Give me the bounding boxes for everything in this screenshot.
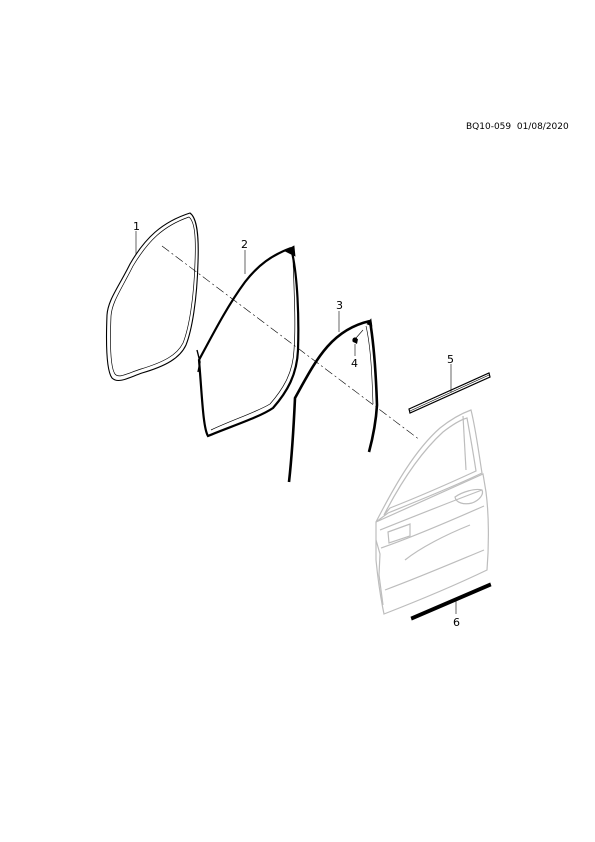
part-1-door-opening-seal (105, 212, 199, 382)
part-6-lower-door-seal (410, 582, 492, 621)
callout-3: 3 (336, 299, 343, 312)
callout-1: 1 (133, 220, 140, 233)
callout-6: 6 (453, 616, 460, 629)
part-4-retaining-clip (352, 329, 364, 344)
drawing-reference: BQ10-059 01/08/2020 (466, 122, 569, 132)
callout-labels: 1 2 3 4 5 6 (133, 220, 460, 629)
part-3-glass-run-channel (287, 318, 379, 483)
assembly-center-line (161, 245, 421, 441)
leader-lines (135, 231, 457, 614)
callout-5: 5 (447, 353, 454, 366)
callout-4: 4 (351, 357, 358, 370)
part-2-door-weatherstrip (196, 245, 300, 438)
callout-2: 2 (241, 238, 248, 251)
part-5-outer-belt-molding (408, 372, 491, 414)
front-door-ghost (375, 409, 489, 615)
